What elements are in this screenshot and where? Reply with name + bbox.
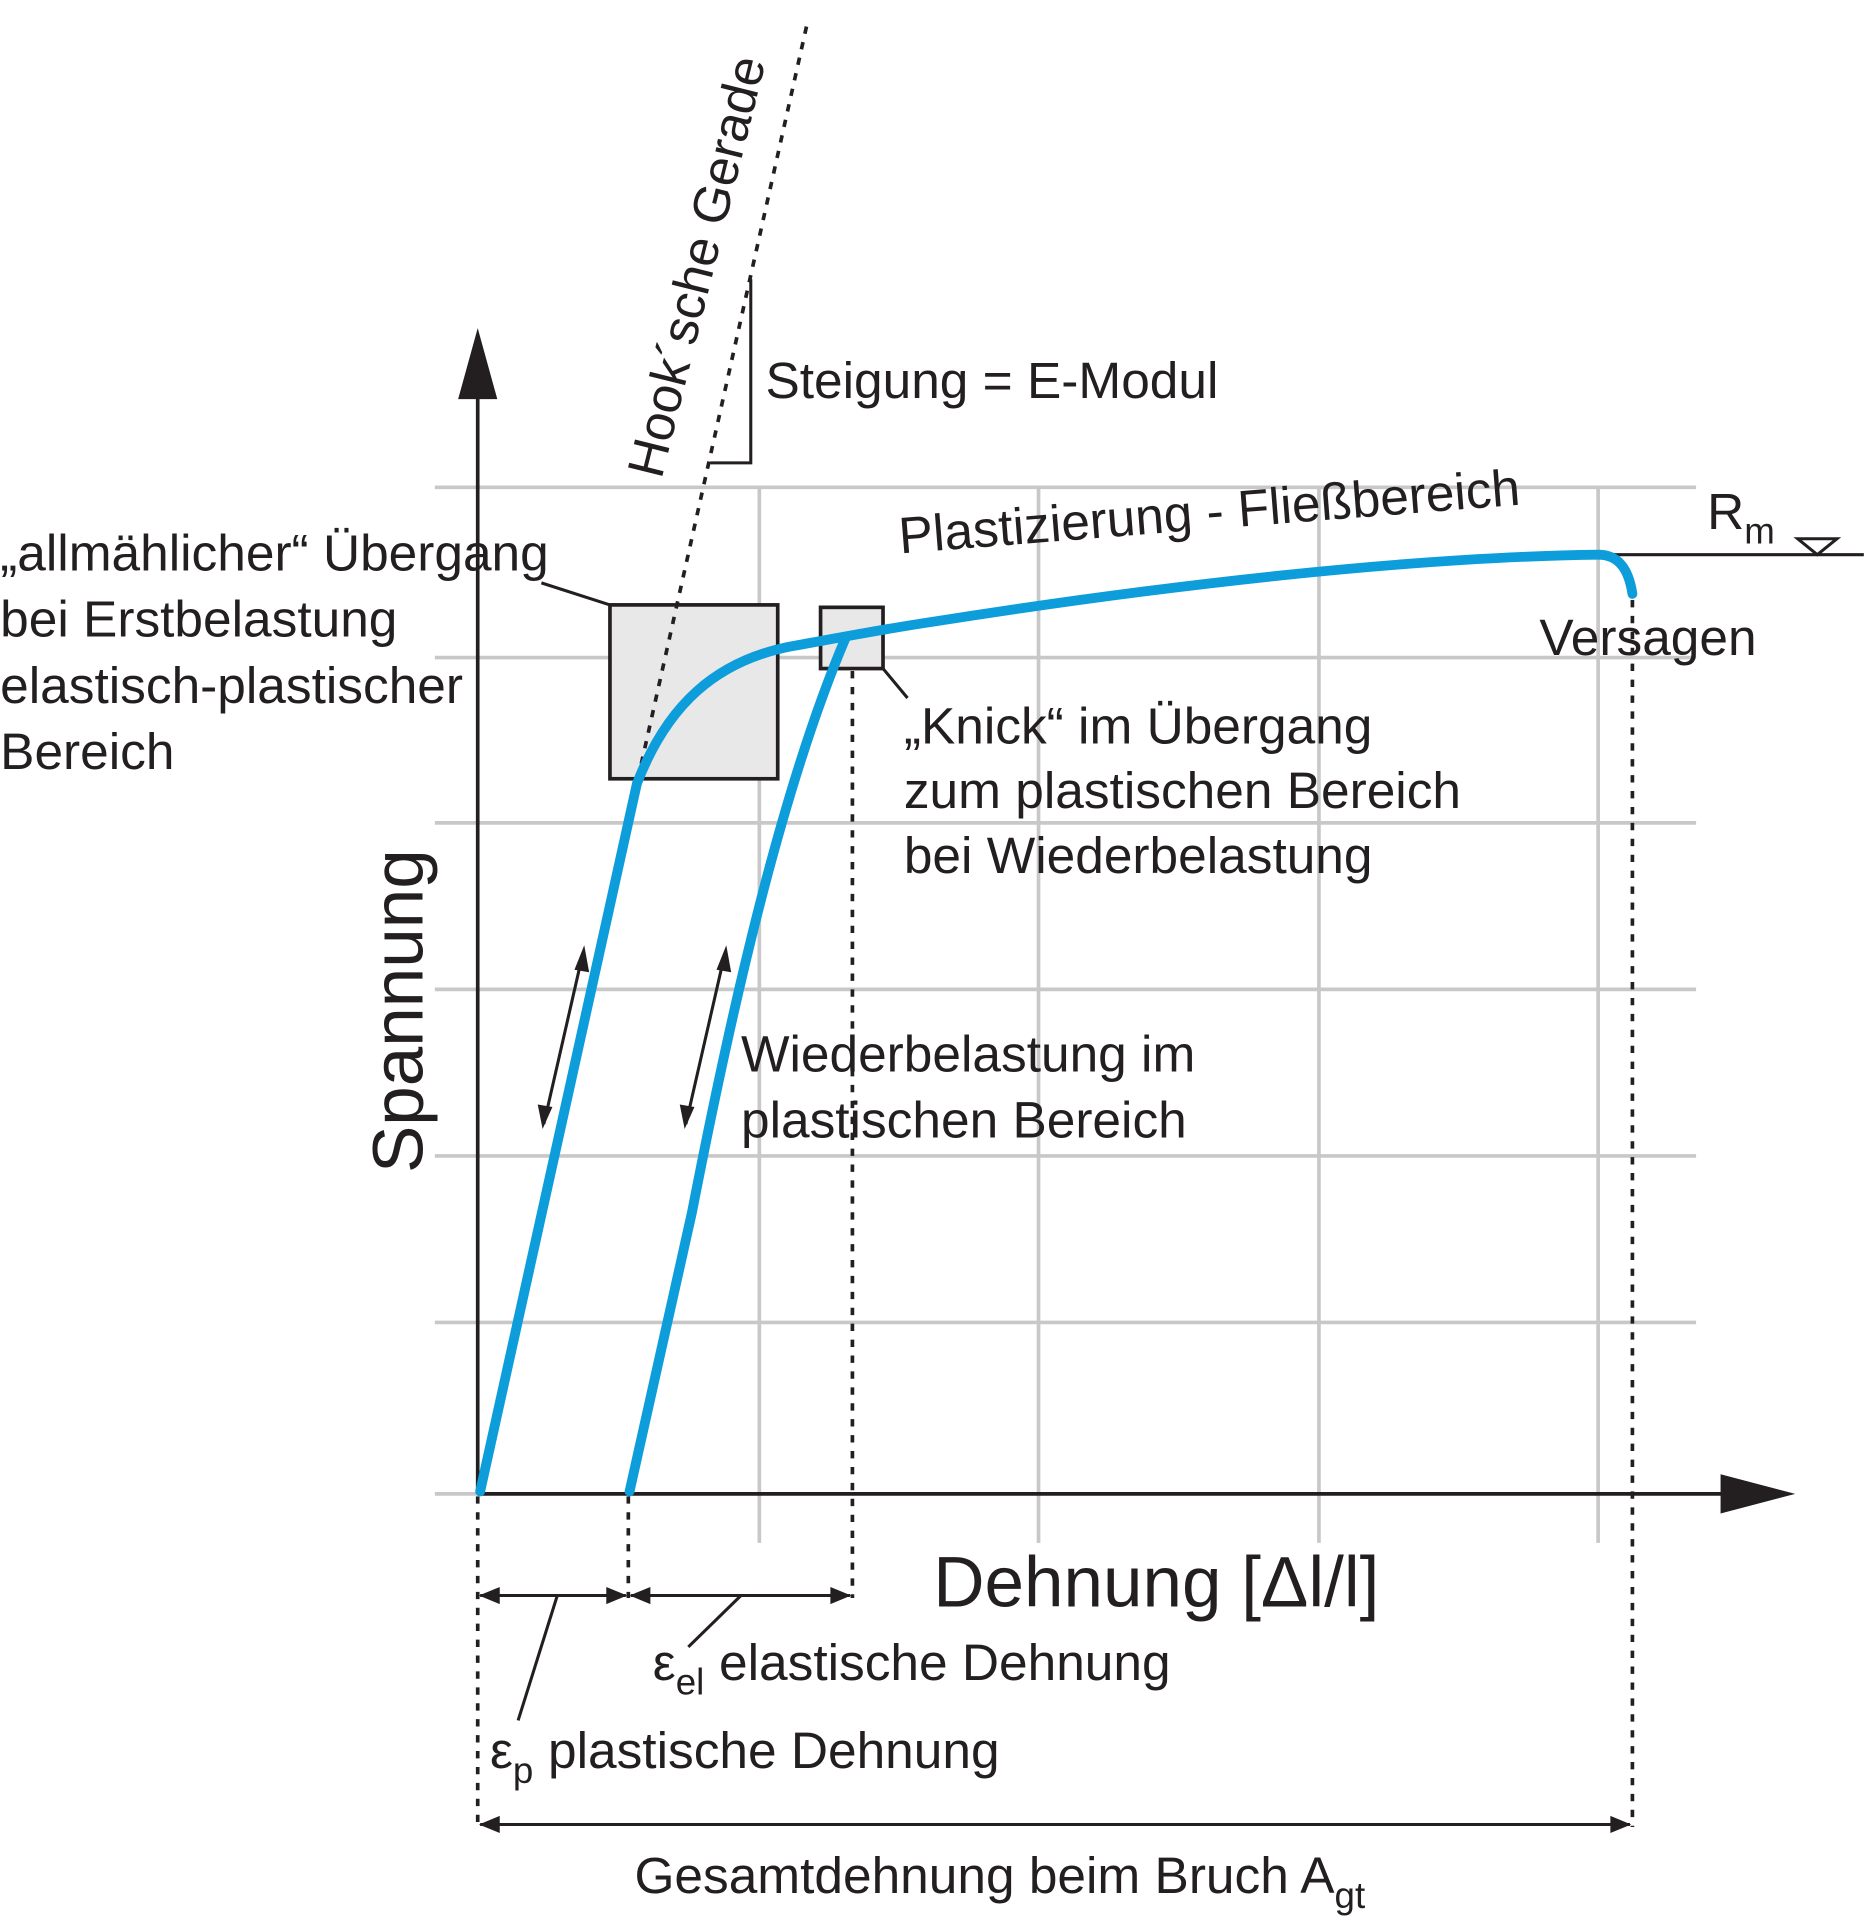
kink-leader — [881, 667, 909, 699]
svg-text:„allmählicher“ Übergang: „allmählicher“ Übergang — [0, 524, 549, 582]
svg-text:elastisch-plastischer: elastisch-plastischer — [0, 656, 463, 714]
plastic-region-label: Plastizierung - Fließbereich — [896, 458, 1521, 565]
y-axis-label: Spannung — [360, 849, 439, 1173]
x-axis-arrow-icon — [1720, 1474, 1796, 1514]
total-strain-dimension — [478, 1815, 1632, 1834]
gradual-transition-text: „allmählicher“ Übergang bei Erstbelastun… — [0, 524, 549, 780]
plastic-strain-dimension — [478, 1586, 628, 1721]
slope-triangle — [710, 279, 753, 465]
kink-transition-text: „Knick“ im Übergang zum plastischen Bere… — [904, 696, 1461, 884]
svg-text:Wiederbelastung im: Wiederbelastung im — [741, 1024, 1195, 1082]
y-axis-arrow-icon — [458, 328, 498, 400]
total-strain-label: Gesamtdehnung beim Bruch Agt — [634, 1846, 1365, 1916]
elastic-double-arrow-2 — [679, 945, 732, 1129]
svg-text:Bereich: Bereich — [0, 722, 174, 780]
failure-label: Versagen — [1539, 608, 1756, 666]
svg-text:plastischen Bereich: plastischen Bereich — [741, 1091, 1187, 1149]
hooke-line — [475, 17, 811, 1495]
first-loading-curve — [475, 549, 1638, 1497]
elastic-strain-dimension — [629, 1586, 852, 1649]
rm-label: Rm — [1707, 482, 1775, 552]
gradual-leader — [540, 581, 611, 607]
svg-text:„Knick“ im Übergang: „Knick“ im Übergang — [904, 696, 1373, 754]
slope-label: Steigung = E-Modul — [765, 351, 1218, 409]
rm-marker-icon — [1793, 537, 1842, 557]
svg-text:zum plastischen Bereich: zum plastischen Bereich — [904, 761, 1461, 819]
svg-text:bei Wiederbelastung: bei Wiederbelastung — [904, 826, 1373, 884]
reloading-text: Wiederbelastung im plastischen Bereich — [741, 1024, 1195, 1148]
x-axis-label: Dehnung [Δl/l] — [933, 1544, 1379, 1623]
reloading-curve — [624, 634, 850, 1497]
svg-text:bei Erstbelastung: bei Erstbelastung — [0, 590, 397, 648]
